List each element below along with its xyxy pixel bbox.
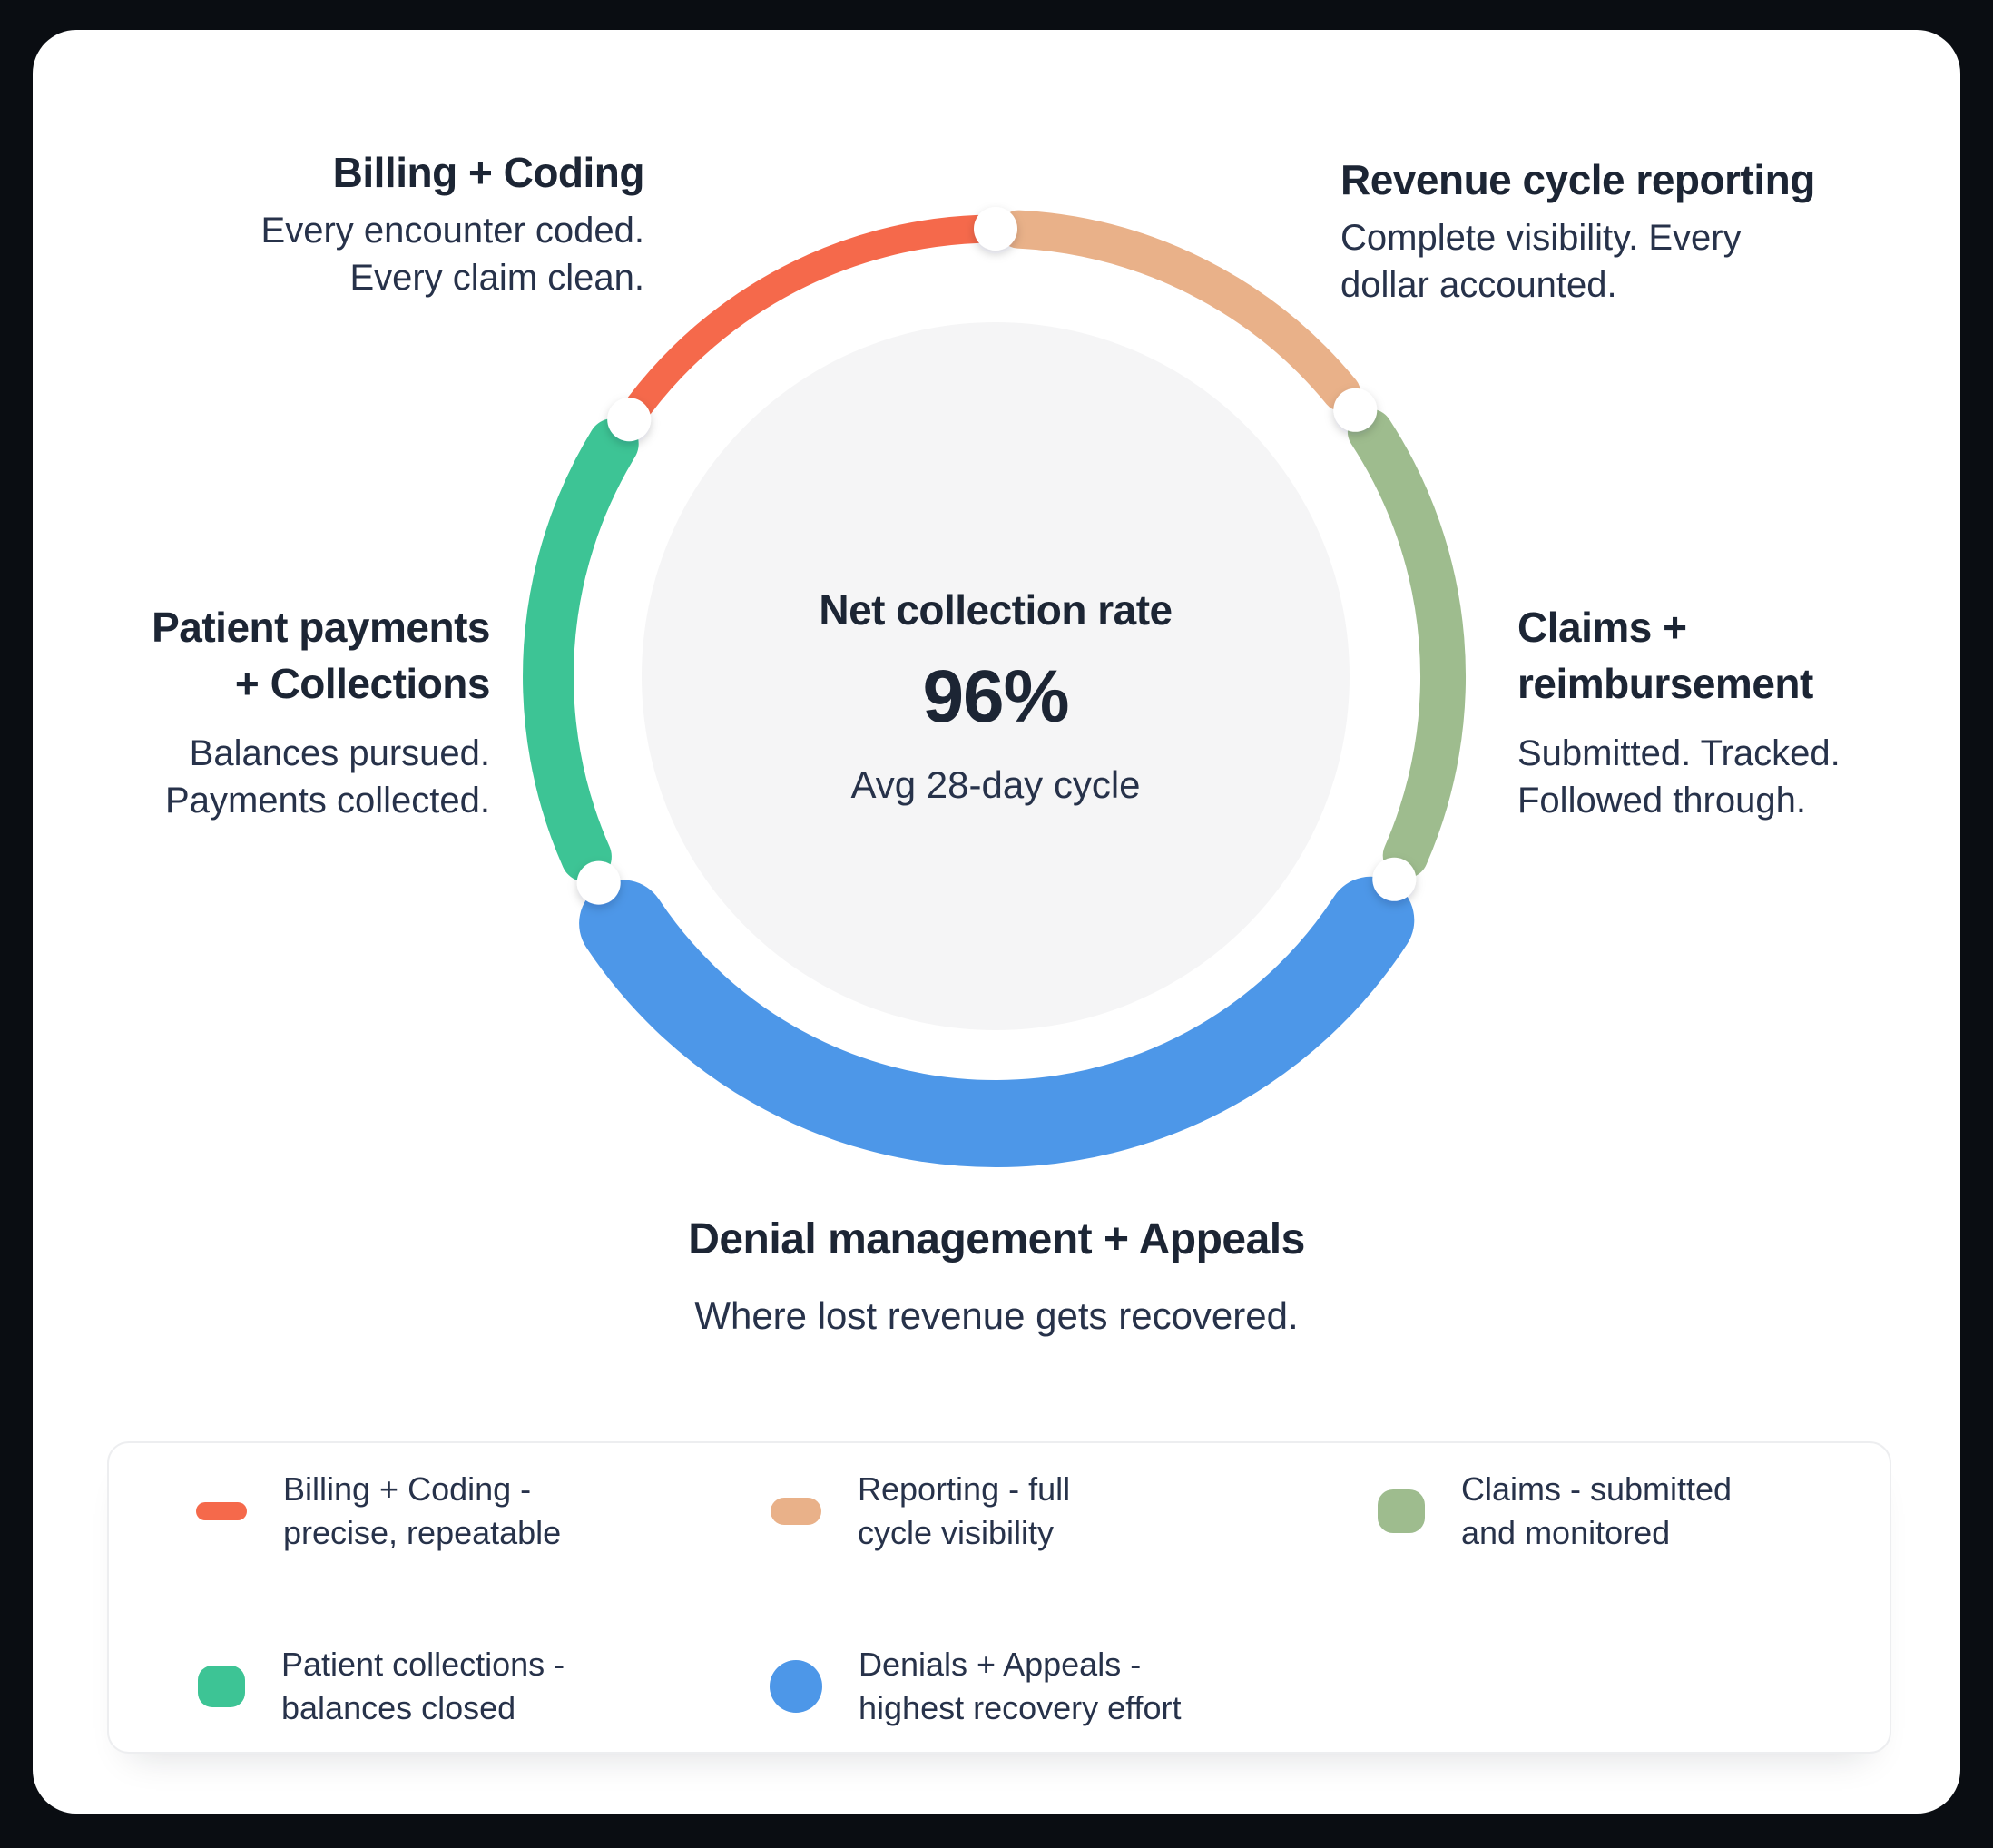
legend-claims-line2: and monitored <box>1461 1514 1671 1551</box>
legend-item-claims: Claims - submitted and monitored <box>1378 1468 1732 1555</box>
collections-title-line2: + Collections <box>234 660 491 707</box>
kpi-subtitle: Avg 28-day cycle <box>850 763 1141 806</box>
reporting-swatch <box>771 1498 821 1525</box>
denials-title: Denial management + Appeals <box>688 1215 1305 1263</box>
label-claims-reimbursement: Claims + reimbursement Submitted. Tracke… <box>1517 599 1841 824</box>
reporting-subtitle-line1: Complete visibility. Every <box>1340 218 1742 258</box>
legend-billing-line1: Billing + Coding - <box>283 1470 532 1508</box>
junction-dot <box>974 207 1017 251</box>
legend-item-collections: Patient collections - balances closed <box>198 1643 565 1730</box>
claims-title-line1: Claims + <box>1517 604 1687 651</box>
claims-subtitle-line1: Submitted. Tracked. <box>1517 733 1841 773</box>
legend-denials-line1: Denials + Appeals - <box>859 1646 1142 1683</box>
junction-dot <box>1333 388 1378 432</box>
claims-swatch <box>1378 1489 1425 1533</box>
arc-claims <box>1347 408 1467 879</box>
legend-collections-line1: Patient collections - <box>281 1646 565 1683</box>
legend-collections-line2: balances closed <box>281 1689 516 1726</box>
billing-swatch <box>196 1502 247 1520</box>
billing-subtitle: Every encounter coded. Every claim clean… <box>261 207 644 301</box>
label-denial-management-appeals: Denial management + Appeals Where lost r… <box>0 1211 1993 1340</box>
collections-swatch <box>198 1666 245 1707</box>
legend-item-denials: Denials + Appeals - highest recovery eff… <box>770 1643 1182 1730</box>
billing-subtitle-line2: Every claim clean. <box>349 258 644 298</box>
legend-claims-line1: Claims - submitted <box>1461 1470 1733 1508</box>
claims-subtitle: Submitted. Tracked. Followed through. <box>1517 730 1841 824</box>
inner-circle <box>642 322 1350 1030</box>
kpi-title: Net collection rate <box>819 586 1173 634</box>
legend-denials-line2: highest recovery effort <box>859 1689 1182 1726</box>
legend-item-label: Billing + Coding - precise, repeatable <box>283 1468 561 1555</box>
label-revenue-cycle-reporting: Revenue cycle reporting Complete visibil… <box>1340 152 1815 309</box>
label-patient-payments-collections: Patient payments + Collections Balances … <box>152 599 490 824</box>
legend-item-label: Denials + Appeals - highest recovery eff… <box>859 1643 1182 1730</box>
legend-billing-line2: precise, repeatable <box>283 1514 562 1551</box>
collections-subtitle-line1: Balances pursued. <box>189 733 490 773</box>
collections-title-line1: Patient payments <box>152 604 490 651</box>
junction-dot <box>607 398 652 442</box>
reporting-subtitle: Complete visibility. Every dollar accoun… <box>1340 214 1815 309</box>
legend-item-label: Reporting - full cycle visibility <box>858 1468 1070 1555</box>
center-kpi: Net collection rate 96% Avg 28-day cycle <box>633 585 1359 809</box>
billing-subtitle-line1: Every encounter coded. <box>260 211 644 251</box>
legend-reporting-line1: Reporting - full <box>858 1470 1071 1508</box>
reporting-title: Revenue cycle reporting <box>1340 156 1815 203</box>
collections-title: Patient payments + Collections <box>152 599 490 712</box>
legend-item-billing: Billing + Coding - precise, repeatable <box>196 1468 561 1555</box>
label-billing-coding: Billing + Coding Every encounter coded. … <box>261 145 645 301</box>
claims-title: Claims + reimbursement <box>1517 599 1841 712</box>
kpi-value: 96% <box>922 655 1069 738</box>
junction-dot <box>576 860 621 905</box>
collections-subtitle-line2: Payments collected. <box>165 781 490 821</box>
arc-billing <box>625 214 992 419</box>
denials-subtitle: Where lost revenue gets recovered. <box>694 1294 1299 1337</box>
legend-item-label: Claims - submitted and monitored <box>1461 1468 1732 1555</box>
legend-item-label: Patient collections - balances closed <box>281 1643 565 1730</box>
legend-card: Billing + Coding - precise, repeatable R… <box>107 1441 1891 1754</box>
junction-dot <box>1372 857 1417 901</box>
legend-reporting-line2: cycle visibility <box>858 1514 1055 1551</box>
claims-title-line2: reimbursement <box>1517 660 1813 707</box>
billing-title: Billing + Coding <box>332 149 645 196</box>
arc-reporting <box>999 210 1360 411</box>
arc-denials <box>579 876 1415 1167</box>
arc-collections <box>523 418 639 882</box>
legend-item-reporting: Reporting - full cycle visibility <box>771 1468 1070 1555</box>
reporting-subtitle-line2: dollar accounted. <box>1340 265 1617 305</box>
claims-subtitle-line2: Followed through. <box>1517 781 1806 821</box>
denials-swatch <box>770 1660 822 1713</box>
collections-subtitle: Balances pursued. Payments collected. <box>152 730 490 824</box>
